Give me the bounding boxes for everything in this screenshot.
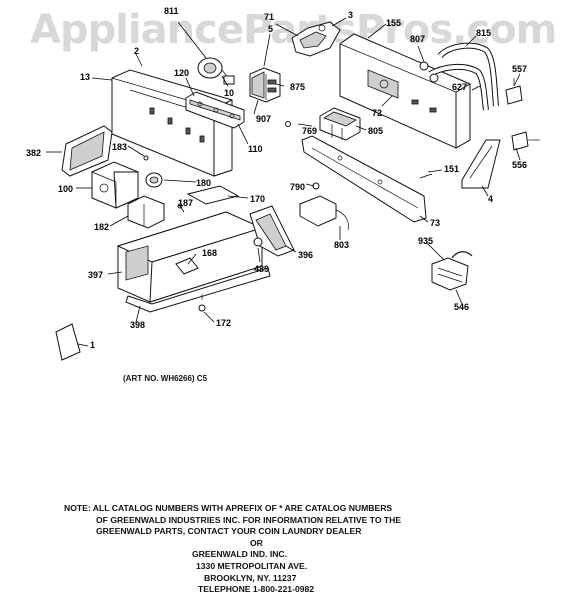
callout-556: 556 <box>512 160 528 170</box>
callout-489: 489 <box>254 264 270 274</box>
callout-168: 168 <box>202 248 218 258</box>
coin-box-housing-part <box>116 211 271 313</box>
callout-155: 155 <box>386 18 402 28</box>
switch-block-part <box>249 67 281 103</box>
callout-382: 382 <box>26 148 42 158</box>
callout-leader-lines <box>46 17 521 347</box>
timer-knob-part <box>197 57 235 85</box>
coin-chute-part <box>249 205 295 257</box>
instruction-card-part <box>55 323 81 361</box>
callout-627: 627 <box>452 82 468 92</box>
callout-935: 935 <box>418 236 434 246</box>
callout-183: 183 <box>112 142 128 152</box>
flat-plate-part <box>186 185 240 205</box>
callout-557: 557 <box>512 64 528 74</box>
tray-part <box>61 125 113 177</box>
callout-100: 100 <box>58 184 74 194</box>
control-panel-front-part <box>111 69 233 177</box>
note-line: 1330 METROPOLITAN AVE. <box>196 560 308 571</box>
callout-546: 546 <box>454 302 470 312</box>
note-line: OR <box>250 537 263 548</box>
callout-151: 151 <box>444 164 460 174</box>
backsplash-console-part <box>339 33 471 149</box>
note-line: OF GREENWALD INDUSTRIES INC. FOR INFORMA… <box>96 514 402 525</box>
callout-769: 769 <box>302 126 318 136</box>
callout-811: 811 <box>164 6 179 16</box>
callout-73: 73 <box>430 218 441 228</box>
callout-72: 72 <box>372 108 383 118</box>
callout-1: 1 <box>90 340 96 350</box>
callout-803: 803 <box>334 240 350 250</box>
callout-71: 71 <box>264 12 275 22</box>
callout-398: 398 <box>130 320 146 330</box>
callout-875: 875 <box>290 82 306 92</box>
callout-4: 4 <box>488 194 494 204</box>
callout-180: 180 <box>196 178 212 188</box>
lower-rail-part <box>301 135 427 223</box>
note-line: NOTE: ALL CATALOG NUMBERS WITH APREFIX O… <box>64 503 393 513</box>
callout-120: 120 <box>174 68 190 78</box>
callout-790: 790 <box>290 182 306 192</box>
callout-172: 172 <box>216 318 232 328</box>
hose-assembly-part <box>419 42 499 111</box>
callout-5: 5 <box>268 24 274 34</box>
callout-2: 2 <box>134 46 140 56</box>
note-line: TELEPHONE 1-800-221-0982 <box>198 584 315 595</box>
callout-807: 807 <box>410 34 426 44</box>
top-bracket-part <box>291 21 341 57</box>
note-line: GREENWALD IND. INC. <box>192 549 288 560</box>
right-bracket-parts <box>505 78 540 151</box>
note-line: BROOKLYN, NY. 11237 <box>204 572 297 583</box>
callout-397: 397 <box>88 270 104 280</box>
callout-10: 10 <box>224 88 235 98</box>
callout-815: 815 <box>476 28 492 38</box>
callout-396: 396 <box>298 250 314 260</box>
note-line: GREENWALD PARTS, CONTACT YOUR COIN LAUND… <box>96 526 362 537</box>
control-knob-part <box>143 155 163 188</box>
timer-motor-part <box>91 161 139 209</box>
callout-3: 3 <box>348 10 354 20</box>
callout-907: 907 <box>256 114 272 124</box>
art-number-label: (ART NO. WH6266) C5 <box>123 374 208 383</box>
callout-170: 170 <box>250 194 266 204</box>
lower-switch-part <box>127 195 183 229</box>
callout-805: 805 <box>368 126 384 136</box>
screw-part <box>198 294 206 312</box>
valve-part <box>299 182 349 231</box>
support-bracket-part <box>419 139 501 189</box>
switch-bracket-part <box>185 91 245 129</box>
callout-182: 182 <box>94 222 110 232</box>
wire-harness-part <box>431 251 473 291</box>
callout-110: 110 <box>248 144 263 154</box>
catalog-note: NOTE: ALL CATALOG NUMBERS WITH APREFIX O… <box>64 503 544 596</box>
terminal-block-part <box>285 107 361 141</box>
callout-13: 13 <box>80 72 91 82</box>
callout-187: 187 <box>178 198 194 208</box>
